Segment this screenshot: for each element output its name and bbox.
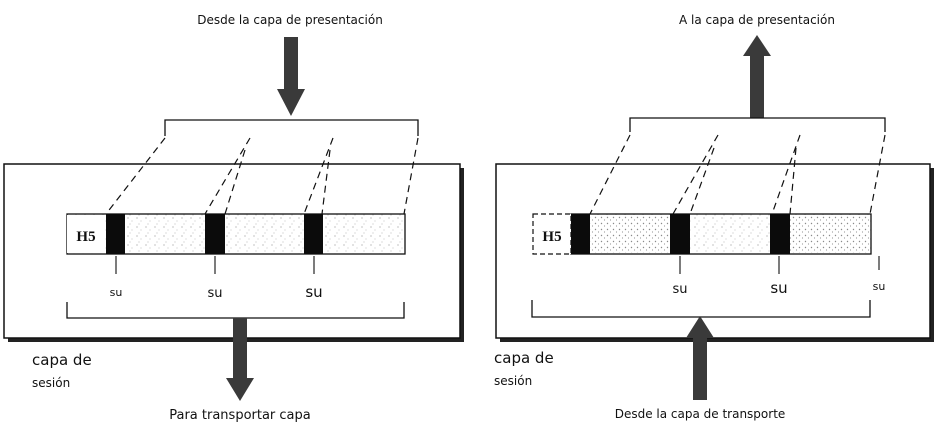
right-h5-header: H5	[542, 229, 561, 245]
left-marker-1	[106, 214, 125, 254]
right-panel: A la capa de presentación H5	[494, 13, 934, 421]
right-segment-3-fill	[790, 215, 870, 253]
left-su-label-3: su	[305, 283, 322, 301]
right-bottom-bracket	[531, 300, 871, 318]
right-layer-label-line1: capa de	[494, 349, 554, 367]
right-layer-label-line2: sesión	[494, 374, 532, 388]
left-layer-label-line1: capa de	[32, 351, 92, 369]
right-marker-3	[770, 214, 790, 254]
left-dashed-lines	[105, 137, 419, 215]
left-panel: Desde la capa de presentación H5	[3, 13, 464, 423]
left-down-arrow-icon	[277, 37, 305, 116]
right-top-bracket	[629, 117, 886, 132]
left-top-bracket	[164, 119, 419, 136]
left-bottom-label: Para transportar capa	[169, 408, 311, 423]
right-up-arrow-icon	[743, 35, 771, 118]
left-h5-header: H5	[76, 229, 95, 245]
right-marker-2	[670, 214, 690, 254]
right-su-label-2: su	[770, 279, 787, 297]
left-su-label-1: su	[110, 286, 123, 299]
left-out-arrow-icon	[226, 318, 254, 401]
right-segment-1-fill	[590, 215, 670, 253]
right-in-arrow-icon	[686, 316, 714, 400]
left-layer-label-line2: sesión	[32, 376, 70, 390]
right-su-label-3: su	[873, 280, 886, 293]
right-dashed-lines	[589, 134, 886, 215]
right-h5-box	[532, 213, 572, 255]
left-su-label-2: su	[207, 286, 222, 301]
right-marker-1	[571, 214, 590, 254]
right-su-label-1: su	[672, 282, 687, 297]
right-top-label: A la capa de presentación	[679, 13, 835, 27]
left-marker-2	[205, 214, 225, 254]
left-marker-3	[304, 214, 323, 254]
right-bottom-label: Desde la capa de transporte	[615, 407, 786, 421]
left-top-label: Desde la capa de presentación	[197, 13, 383, 27]
